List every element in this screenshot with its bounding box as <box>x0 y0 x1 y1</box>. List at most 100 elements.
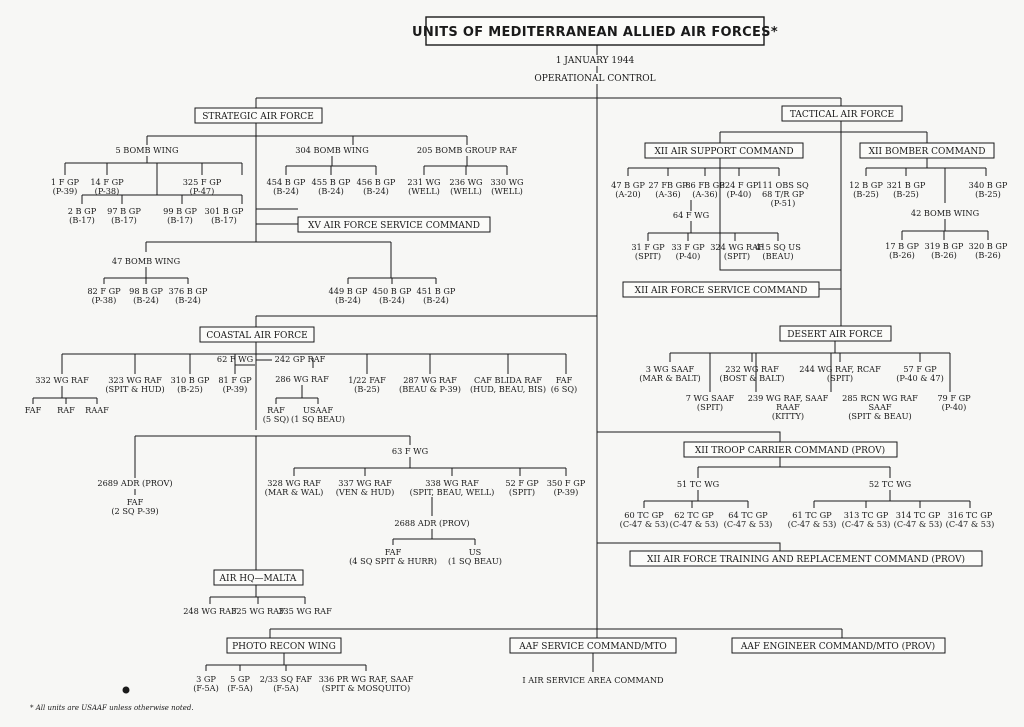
wing-328-raf-ac: (MAR & WAL) <box>265 487 324 497</box>
wing-336-pr-ac: (SPIT & MOSQUITO) <box>322 683 410 693</box>
tactical-title: TACTICAL AIR FORCE <box>790 110 894 120</box>
group-350fgp: 350 F GP <box>547 478 586 488</box>
wing-332-raf: 332 WG RAF <box>35 375 89 385</box>
group-1fgp-ac: (P-39) <box>53 186 78 196</box>
wing-236: 236 WG <box>449 177 482 187</box>
squadron-111-obs: 111 OBS SQ <box>757 180 809 190</box>
group-47bgp-ac: (A-20) <box>615 189 641 199</box>
wing-232-raf-ac: (BOST & BALT) <box>720 373 785 383</box>
group-449bgp: 449 B GP <box>329 286 368 296</box>
unit-faf-6sq-detail: (6 SQ) <box>551 384 578 394</box>
strategic-box <box>194 107 323 124</box>
wing-239-raf: 239 WG RAF, SAAF <box>748 393 829 403</box>
group-324fgp-ac: (P-40) <box>727 189 752 199</box>
group-64tc-ac: (C-47 & 53) <box>724 519 773 529</box>
title-box <box>425 16 765 46</box>
strategic-air-force: STRATEGIC AIR FORCE 5 BOMB WING 1 F GP (… <box>51 107 524 305</box>
group-27fbgp: 27 FB GP <box>648 180 688 190</box>
troop-carrier-command: XII TROOP CARRIER COMMAND (PROV) 51 TC W… <box>620 441 995 567</box>
wing-287-raf: 287 WG RAF <box>403 375 457 385</box>
group-3-photo: 3 GP <box>196 674 216 684</box>
group-64tc: 64 TC GP <box>728 510 768 520</box>
wing-325-raf: 325 WG RAF <box>231 606 285 616</box>
caf-blida-raf: CAF BLIDA RAF <box>474 375 542 385</box>
chart-date: 1 JANUARY 1944 <box>556 56 635 66</box>
group-60tc: 60 TC GP <box>624 510 664 520</box>
group-450bgp: 450 B GP <box>373 286 412 296</box>
wing-232-raf: 232 WG RAF <box>725 364 779 374</box>
wing-51-tc: 51 TC WG <box>677 479 719 489</box>
adr-2688: 2688 ADR (PROV) <box>394 518 469 528</box>
wing-338-raf-ac: (SPIT, BEAU, WELL) <box>410 487 495 497</box>
malta-box <box>213 569 304 586</box>
group-98bgp-ac: (B-24) <box>133 295 159 305</box>
wing-335-raf: 335 WG RAF <box>278 606 332 616</box>
wing-5: 5 BOMB WING <box>115 145 178 155</box>
group-62tc-ac: (C-47 & 53) <box>670 519 719 529</box>
troop-box <box>683 441 898 458</box>
group-86fbgp-ac: (A-36) <box>692 189 718 199</box>
tactical-box <box>781 105 903 122</box>
wing-47: 47 BOMB WING <box>112 256 180 266</box>
group-321bgp: 321 B GP <box>887 180 926 190</box>
group-3-photo-ac: (F-5A) <box>193 683 219 693</box>
group-97bgp-ac: (B-17) <box>111 215 137 225</box>
wing-323-raf-ac: (SPIT & HUD) <box>105 384 164 394</box>
group-17bgp-ac: (B-26) <box>889 250 915 260</box>
group-451bgp: 451 B GP <box>417 286 456 296</box>
group-350fgp-ac: (P-39) <box>554 487 579 497</box>
squadron-415-ac: (BEAU) <box>762 251 793 261</box>
wing-337-raf-ac: (VEN & HUD) <box>336 487 395 497</box>
wing-64: 64 F WG <box>673 210 709 220</box>
group-316tc-ac: (C-47 & 53) <box>946 519 995 529</box>
troop-title: XII TROOP CARRIER COMMAND (PROV) <box>695 445 885 456</box>
wing-7-saaf: 7 WG SAAF <box>686 393 735 403</box>
wing-3-saaf: 3 WG SAAF <box>646 364 695 374</box>
group-52fgp-ac: (SPIT) <box>509 487 535 497</box>
group-2bgp: 2 B GP <box>68 206 97 216</box>
wing-286-raf: 286 WG RAF <box>275 374 329 384</box>
air-service-area-command: I AIR SERVICE AREA COMMAND <box>522 675 664 685</box>
group-310bgp-ac: (B-25) <box>177 384 203 394</box>
wing-248-raf: 248 WG RAF <box>183 606 237 616</box>
unit-usaaf: USAAF <box>303 405 333 415</box>
group-205-raf: 205 BOMB GROUP RAF <box>417 145 518 155</box>
unit-us-1sq-detail: (1 SQ BEAU) <box>448 556 502 566</box>
group-313tc-ac: (C-47 & 53) <box>842 519 891 529</box>
desert-air-force: DESERT AIR FORCE 3 WG SAAF (MAR & BALT) … <box>639 325 971 421</box>
wing-52-tc: 52 TC WG <box>869 479 911 489</box>
xii-air-support-command: XII AIR SUPPORT COMMAND <box>654 147 793 157</box>
wing-231-ac: (WELL) <box>408 186 440 196</box>
ink-dot <box>122 686 130 694</box>
training-command: XII AIR FORCE TRAINING AND REPLACEMENT C… <box>647 554 965 565</box>
coastal-air-force: COASTAL AIR FORCE 332 WG RAF FAF RAF RAA… <box>25 316 586 616</box>
group-47bgp: 47 B GP <box>611 180 645 190</box>
unit-faf-4sq-detail: (4 SQ SPIT & HURR) <box>349 556 437 566</box>
aaf-engineer-command: AAF ENGINEER COMMAND/MTO (PROV) <box>740 641 935 652</box>
group-455bgp-ac: (B-24) <box>318 186 344 196</box>
group-454bgp-ac: (B-24) <box>273 186 299 196</box>
group-376bgp: 376 B GP <box>169 286 208 296</box>
main-lines <box>255 45 843 638</box>
wing-304: 304 BOMB WING <box>295 145 368 155</box>
wing-236-ac: (WELL) <box>450 186 482 196</box>
group-1fgp: 1 F GP <box>51 177 80 187</box>
coastal-title: COASTAL AIR FORCE <box>206 331 307 341</box>
unit-raaf: RAAF <box>85 405 109 415</box>
group-61tc-ac: (C-47 & 53) <box>788 519 837 529</box>
group-456bgp: 456 B GP <box>357 177 396 187</box>
group-319bgp-ac: (B-26) <box>931 250 957 260</box>
group-62tc: 62 TC GP <box>674 510 714 520</box>
group-14fgp: 14 F GP <box>90 177 124 187</box>
group-450bgp-ac: (B-24) <box>379 295 405 305</box>
group-79fgp-ac: (P-40) <box>942 402 967 412</box>
wing-287-raf-ac: (BEAU & P-39) <box>399 384 461 394</box>
group-31fgp-ac: (SPIT) <box>635 251 661 261</box>
wing-231: 231 WG <box>407 177 440 187</box>
group-33fgp: 33 F GP <box>671 242 705 252</box>
strategic-title: STRATEGIC AIR FORCE <box>202 112 314 122</box>
adr-2689: 2689 ADR (PROV) <box>97 478 172 488</box>
training-box <box>629 550 983 567</box>
group-376bgp-ac: (B-24) <box>175 295 201 305</box>
unit-faf-2sq: FAF <box>127 497 144 507</box>
